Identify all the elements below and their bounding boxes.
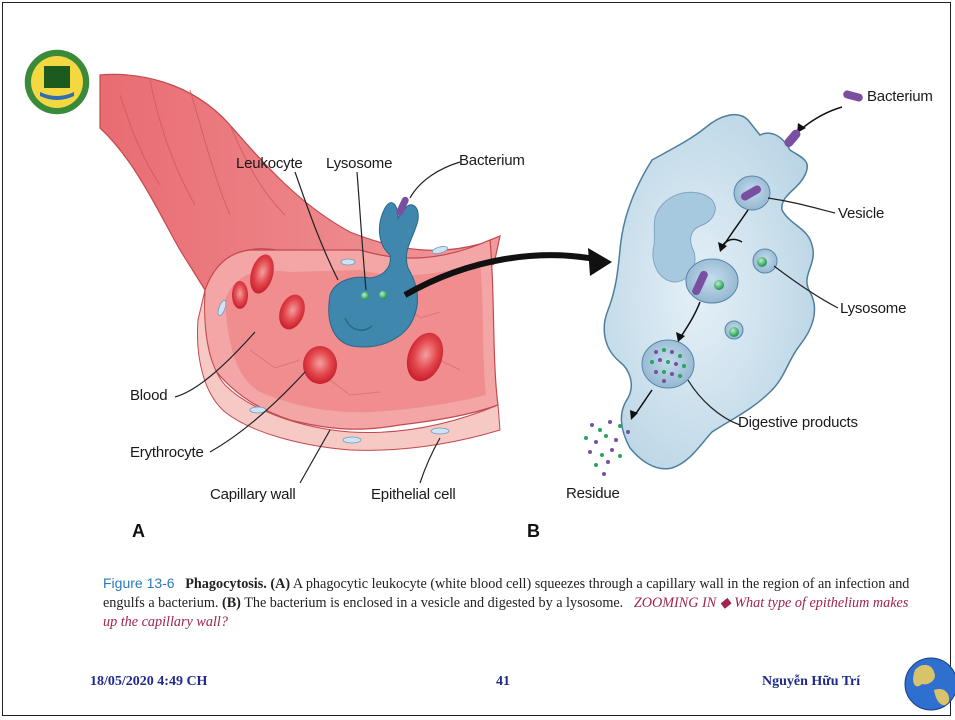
figure-caption: Figure 13-6 Phagocytosis. (A) A phagocyt… [103,574,923,632]
label-blood: Blood [130,387,167,404]
label-digestive-products: Digestive products [738,414,858,431]
label-vesicle: Vesicle [838,205,884,222]
panel-label-b: B [527,521,540,542]
caption-marker-a: (A) [270,576,290,592]
caption-marker-b: (B) [222,595,241,611]
label-lysosome-a: Lysosome [326,155,392,172]
label-erythrocyte: Erythrocyte [130,444,204,461]
label-leukocyte: Leukocyte [236,155,303,172]
label-residue: Residue [566,485,620,502]
label-bacterium-b: Bacterium [867,88,933,105]
label-epithelial-cell: Epithelial cell [371,486,456,503]
caption-text-b: The bacterium is enclosed in a vesicle a… [241,595,623,611]
footer-page-number: 41 [496,674,510,690]
panel-label-a: A [132,521,145,542]
footer-date: 18/05/2020 4:49 CH [90,674,207,690]
caption-figure-number: Figure 13-6 [103,575,175,591]
caption-title: Phagocytosis. [185,576,267,592]
footer-author: Nguyễn Hữu Trí [762,674,860,690]
label-bacterium-a: Bacterium [459,152,525,169]
university-logo [24,49,90,115]
label-lysosome-b: Lysosome [840,300,906,317]
label-capillary-wall: Capillary wall [210,486,296,503]
